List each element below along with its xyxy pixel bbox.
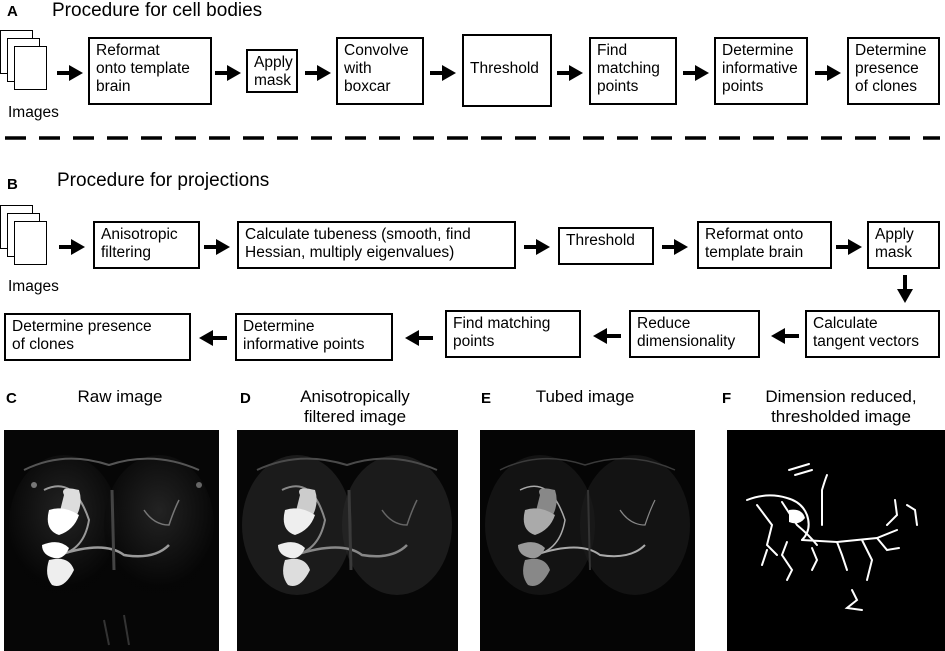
step-determine-informative-b: Determine informative points: [235, 313, 393, 361]
panel-e-caption: Tubed image: [535, 387, 635, 406]
panel-a-label: A: [7, 3, 18, 20]
step-threshold-b: Threshold: [558, 227, 654, 265]
arrow-right-icon: [430, 65, 456, 81]
arrow-right-icon: [57, 65, 83, 81]
arrow-left-icon: [199, 330, 227, 346]
step-convolve-boxcar: Convolve with boxcar: [336, 37, 424, 105]
panel-b-images-label: Images: [8, 278, 59, 295]
step-calculate-tangent-vectors: Calculate tangent vectors: [805, 310, 940, 358]
panel-d-caption: Anisotropically filtered image: [300, 387, 410, 426]
dimension-reduced-thresholded-image: [727, 430, 945, 651]
arrow-left-icon: [593, 328, 621, 344]
step-reformat-template-b: Reformat onto template brain: [697, 221, 832, 269]
arrow-left-icon: [405, 330, 433, 346]
arrow-right-icon: [305, 65, 331, 81]
panel-d-label: D: [240, 390, 251, 407]
panel-f-label: F: [722, 390, 732, 407]
raw-image: [4, 430, 219, 651]
tubed-image: [480, 430, 695, 651]
step-calculate-tubeness: Calculate tubeness (smooth, find Hessian…: [237, 221, 516, 269]
step-determine-clones-a: Determine presence of clones: [847, 37, 940, 105]
arrow-right-icon: [683, 65, 709, 81]
anisotropically-filtered-image: [237, 430, 458, 651]
arrow-right-icon: [204, 239, 230, 255]
step-find-matching-points-b: Find matching points: [445, 310, 581, 358]
panel-c-caption: Raw image: [77, 387, 163, 406]
arrow-right-icon: [59, 239, 85, 255]
arrow-left-icon: [771, 328, 799, 344]
arrow-right-icon: [524, 239, 550, 255]
panel-a-title: Procedure for cell bodies: [52, 0, 263, 21]
section-divider: [5, 136, 940, 140]
arrow-right-icon: [836, 239, 862, 255]
step-determine-clones-b: Determine presence of clones: [4, 313, 191, 361]
images-stack-icon: [0, 30, 50, 105]
step-anisotropic-filtering: Anisotropic filtering: [93, 221, 200, 269]
arrow-down-icon: [897, 275, 913, 303]
arrow-right-icon: [662, 239, 688, 255]
images-stack-icon: [0, 205, 50, 280]
step-find-matching-points-a: Find matching points: [589, 37, 677, 105]
panel-f-caption: Dimension reduced, thresholded image: [765, 387, 917, 426]
arrow-right-icon: [815, 65, 841, 81]
step-reduce-dimensionality: Reduce dimensionality: [629, 310, 760, 358]
step-reformat-template: Reformat onto template brain: [88, 37, 212, 105]
step-threshold-a: Threshold: [462, 34, 552, 107]
panel-b-label: B: [7, 176, 18, 193]
step-determine-informative-a: Determine informative points: [714, 37, 808, 105]
panel-b-title: Procedure for projections: [57, 170, 270, 191]
arrow-right-icon: [215, 65, 241, 81]
panel-e-label: E: [481, 390, 492, 407]
arrow-right-icon: [557, 65, 583, 81]
step-apply-mask-b: Apply mask: [867, 221, 940, 269]
panel-c-label: C: [6, 390, 17, 407]
step-apply-mask: Apply mask: [246, 49, 298, 93]
panel-a-images-label: Images: [8, 104, 59, 121]
